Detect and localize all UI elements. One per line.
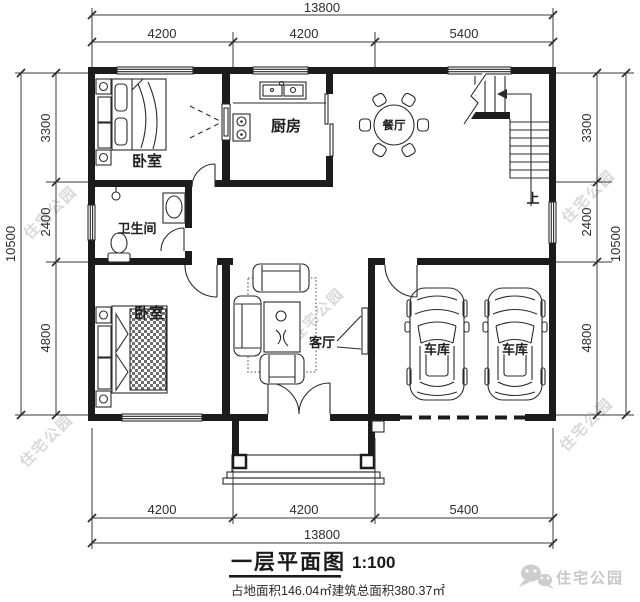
- dim-bottom-seg2: 4200: [290, 502, 319, 517]
- dimension-left: 3300 2400 4800 10500: [3, 68, 88, 420]
- bedroom-bottom-furniture: [95, 305, 168, 408]
- room-label-living: 客厅: [309, 335, 335, 350]
- area-note: 占地面积146.04㎡建筑总面积380.37㎡: [231, 583, 445, 598]
- dim-left-seg3: 4800: [38, 324, 53, 353]
- stairs: 上: [461, 72, 549, 206]
- bathroom-door: [160, 227, 185, 252]
- window: [252, 66, 309, 75]
- windows: [87, 66, 557, 422]
- garage-roller-door: [371, 415, 525, 433]
- dim-bottom-seg1: 4200: [148, 502, 177, 517]
- living-furniture: [233, 263, 369, 385]
- room-label-garage-left: 车库: [424, 342, 450, 357]
- title-block: 一层平面图 1:100 占地面积146.04㎡建筑总面积380.37㎡: [229, 551, 445, 598]
- plan-scale: 1:100: [352, 553, 395, 572]
- dim-bottom-seg3: 5400: [450, 502, 479, 517]
- bedroom-top-door: [191, 163, 216, 188]
- dimension-top: 13800 4200 4200 5400: [87, 0, 558, 67]
- stair-up-label: 上: [526, 191, 539, 206]
- room-label-dining: 餐厅: [382, 118, 406, 132]
- entry-double-door: [267, 382, 331, 415]
- brand-logo: 住宅公园: [519, 564, 624, 589]
- dim-top-overall: 13800: [304, 0, 340, 15]
- window: [447, 66, 512, 75]
- plan-title: 一层平面图: [231, 551, 346, 574]
- dim-top-seg2: 4200: [290, 26, 319, 41]
- window: [116, 66, 194, 75]
- window: [121, 413, 203, 422]
- bedroom-top-furniture: [95, 78, 167, 166]
- dimension-right: 3300 2400 4800 10500: [556, 68, 634, 420]
- dim-bottom-overall: 13800: [304, 527, 340, 542]
- dim-right-seg1: 3300: [579, 114, 594, 143]
- wechat-icon: [519, 564, 554, 589]
- dim-right-seg2: 2400: [579, 208, 594, 237]
- window: [87, 204, 96, 241]
- dim-right-overall: 10500: [608, 226, 623, 262]
- brand-name: 住宅公园: [556, 569, 624, 587]
- dim-left-overall: 10500: [3, 226, 18, 262]
- room-label-kitchen: 厨房: [271, 117, 301, 135]
- dim-left-seg1: 3300: [38, 114, 53, 143]
- kitchen-sliding-door: [324, 93, 334, 157]
- room-label-bathroom: 卫生间: [117, 221, 156, 236]
- room-label-bedroom-top: 卧室: [132, 152, 162, 170]
- dim-right-seg3: 4800: [579, 324, 594, 353]
- porch-pillar: [359, 453, 376, 470]
- bathroom-fixtures: [107, 187, 186, 263]
- doors: [160, 93, 525, 433]
- dim-left-seg2: 2400: [38, 208, 53, 237]
- dim-top-seg1: 4200: [148, 26, 177, 41]
- bedroom-top-opening: [189, 103, 231, 141]
- room-label-garage-right: 车库: [502, 342, 528, 357]
- window: [548, 201, 557, 244]
- title-underline: [229, 575, 341, 578]
- walls: [88, 67, 556, 455]
- bedroom-bottom-door: [184, 264, 218, 298]
- dimension-bottom: 4200 4200 5400 13800: [87, 428, 558, 549]
- porch-pillar: [231, 453, 248, 470]
- room-label-bedroom-bottom: 卧室: [134, 304, 164, 322]
- tv-cabinet: [361, 307, 369, 355]
- room-labels: 卧室 厨房 餐厅 卫生间 卧室 客厅 车库 车库: [117, 117, 529, 359]
- kitchen-fixtures: [232, 80, 326, 142]
- dim-top-seg3: 5400: [450, 26, 479, 41]
- dining-furniture: [358, 92, 430, 158]
- stair-up-arrow: [497, 89, 507, 99]
